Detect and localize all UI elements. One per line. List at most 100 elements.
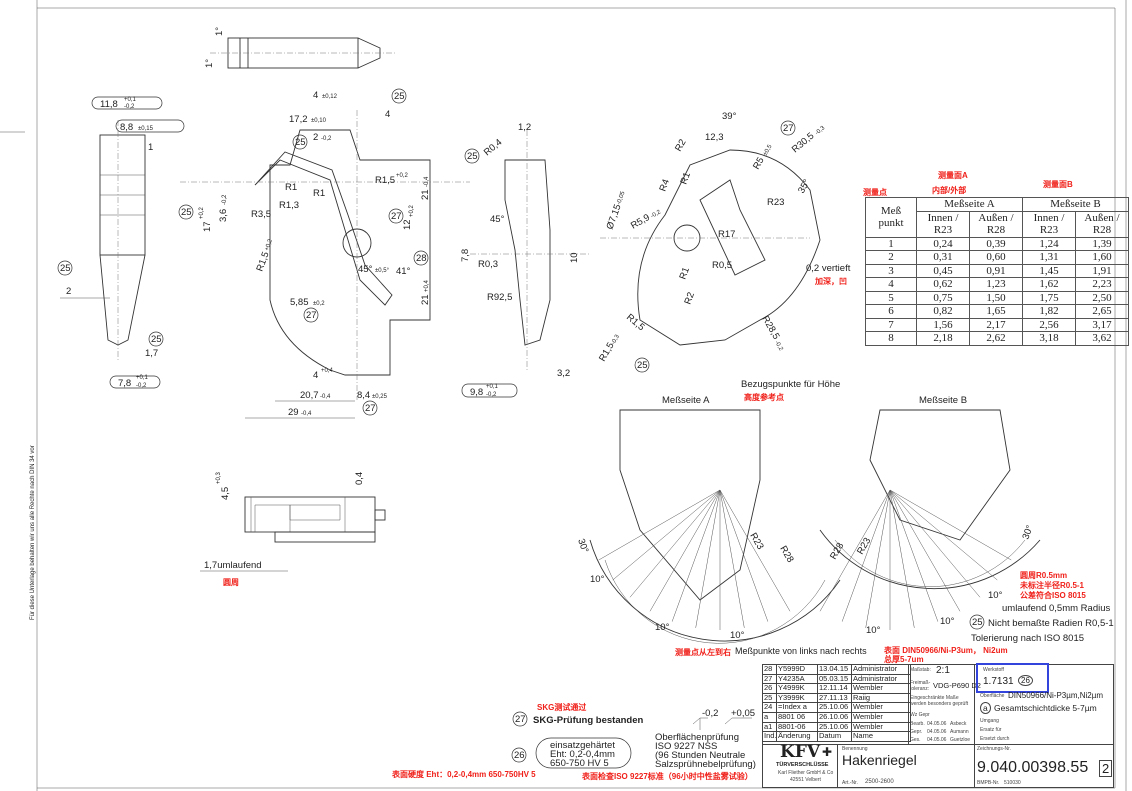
dim-tolerance: -0,3 <box>611 333 622 346</box>
dim-label: R1 <box>313 188 325 199</box>
tolerance-label: Freimaß-toleranz: <box>910 680 931 692</box>
ref-circle: 28 <box>416 253 427 264</box>
table-cell: 0,60 <box>969 250 1023 265</box>
company-city: 42551 Velbert <box>790 777 821 783</box>
dim-tolerance: -0,2 <box>136 383 147 389</box>
table-cell: 1,24 <box>1022 236 1076 251</box>
note: ISO 9227 NSS <box>655 741 717 752</box>
dim-label: 3,2 <box>557 368 570 379</box>
dim-tolerance: -0,05 <box>616 190 627 206</box>
dim-tolerance: +0,4 <box>424 279 430 292</box>
annotation-cn: 未标注半径R0.5-1 <box>1019 580 1085 590</box>
dim-label: R2 <box>682 291 696 306</box>
dim-tolerance: +0,4 <box>321 368 334 374</box>
ref-circle: 27 <box>391 211 402 222</box>
dim-label: R28 <box>777 544 795 565</box>
table-cell: 1 <box>865 236 917 251</box>
table-cell: 1,56 <box>916 317 970 332</box>
label: Art.-Nr. <box>842 780 858 786</box>
revision-cell: Name <box>851 731 911 742</box>
dim-label: 2 <box>313 132 318 143</box>
annotation-cn: 公差符合ISO 8015 <box>1020 590 1086 600</box>
angle-label: 10° <box>730 630 745 641</box>
dim-tolerance: ±0,12 <box>322 94 338 100</box>
dim-label: 3,6 <box>218 209 229 222</box>
annotation-cn: 测量面B <box>1043 180 1073 189</box>
annotation-cn: 表面 DIN50966/Ni-P3um， Ni2um <box>883 645 1008 655</box>
sub-header: Innen / R23 <box>1022 210 1076 238</box>
scale-value: 2:1 <box>936 665 950 676</box>
table-cell: 3 <box>865 263 917 278</box>
dim-label: 7,8 <box>460 249 471 262</box>
table-cell: 2,23 <box>1075 277 1129 292</box>
revision-cell: Ind. <box>762 731 777 742</box>
dim-tolerance: +0,2 <box>199 206 205 219</box>
label: Bearb. <box>910 721 925 727</box>
dim-label: 12 <box>402 219 413 230</box>
label: Benennung <box>842 746 868 752</box>
dim-label: 29 <box>288 407 299 418</box>
note: -0,2 <box>702 708 718 719</box>
dim-label: 4 <box>385 109 390 120</box>
ref-circle: 27 <box>783 123 794 134</box>
dim-label: R1 <box>678 171 692 186</box>
dim-label: 0,2 vertieft <box>806 263 851 274</box>
article-number: 2500-2600 <box>865 779 894 785</box>
dim-tolerance: +0,2 <box>409 204 415 217</box>
dim-top-angle: 1° <box>204 59 215 68</box>
angle-label: 10° <box>866 625 881 636</box>
table-cell: 1,45 <box>1022 263 1076 278</box>
surface-value: DIN50966/Ni-P3µm,Ni2µm <box>1008 691 1104 700</box>
dim-label: R17 <box>718 229 735 240</box>
company-logo-sub: TÜRVERSCHLÜSSE <box>776 762 829 768</box>
dim-tolerance: -0,2 <box>486 392 497 398</box>
dim-label: R2 <box>673 137 689 153</box>
dim-tolerance: -0,2 <box>222 194 228 205</box>
measure-ray <box>865 489 891 628</box>
measure-ray <box>671 489 721 622</box>
note: umlaufend 0,5mm Radius <box>1002 603 1110 614</box>
note: Salzsprühnebelprüfung) <box>655 759 756 770</box>
measure-ray <box>612 489 721 581</box>
dim-label: R30,5 <box>790 131 816 156</box>
ref-circle: 25 <box>394 91 405 102</box>
table-cell: 3,18 <box>1022 331 1076 346</box>
label: Gepr. <box>910 729 923 735</box>
table-cell: 2,56 <box>1022 317 1076 332</box>
dim-tolerance: +0,1 <box>136 375 149 381</box>
measure-ray <box>889 489 998 581</box>
dim-label: 1,7umlaufend <box>204 560 262 571</box>
ref-circle: 26 <box>1018 675 1033 686</box>
bmpb-number: 510030 <box>1004 780 1021 786</box>
table-cell: 0,31 <box>916 250 970 265</box>
col-header-side-b: Meßseite B <box>1022 197 1129 212</box>
dim-label: 41° <box>396 266 411 277</box>
table-cell: 7 <box>865 317 917 332</box>
dim-label: 1,7 <box>145 348 158 359</box>
dim-tolerance: +0,2 <box>264 238 274 252</box>
measure-ray <box>598 489 721 561</box>
measure-ray <box>889 489 961 612</box>
measurement-table: Meß punkt Meßseite A Meßseite B Innen / … <box>865 197 1129 346</box>
dim-label: 11,8 <box>100 99 118 110</box>
circled-references: 25 25 25 25 25 25 27 28 27 27 27 25 <box>57 88 796 416</box>
company-logo: KFV <box>780 742 821 762</box>
table-cell: 0,75 <box>916 290 970 305</box>
table-cell: 0,24 <box>916 236 970 251</box>
dim-tolerance: ±0,5 <box>763 143 774 157</box>
table-cell: 0,82 <box>916 304 970 319</box>
tolerance-value: VDG-P690 D2 <box>933 681 981 690</box>
dim-label: 4 <box>313 90 318 101</box>
dim-tolerance: -0,2 <box>650 209 663 220</box>
side-profile-view: 1,2 R0,4 45° 7,8 R0,3 10 R92,5 3,2 9,8 +… <box>460 122 590 398</box>
label: Bezugspunkte für Höhe <box>741 379 840 390</box>
scale-label: Maßstab: <box>910 667 931 673</box>
company-name: Karl Fliether GmbH & Co <box>778 770 834 776</box>
dim-tolerance: -0,4 <box>424 176 430 187</box>
dim-tolerance: ±0,2 <box>313 301 325 307</box>
ref-circle: 25 <box>295 137 306 148</box>
